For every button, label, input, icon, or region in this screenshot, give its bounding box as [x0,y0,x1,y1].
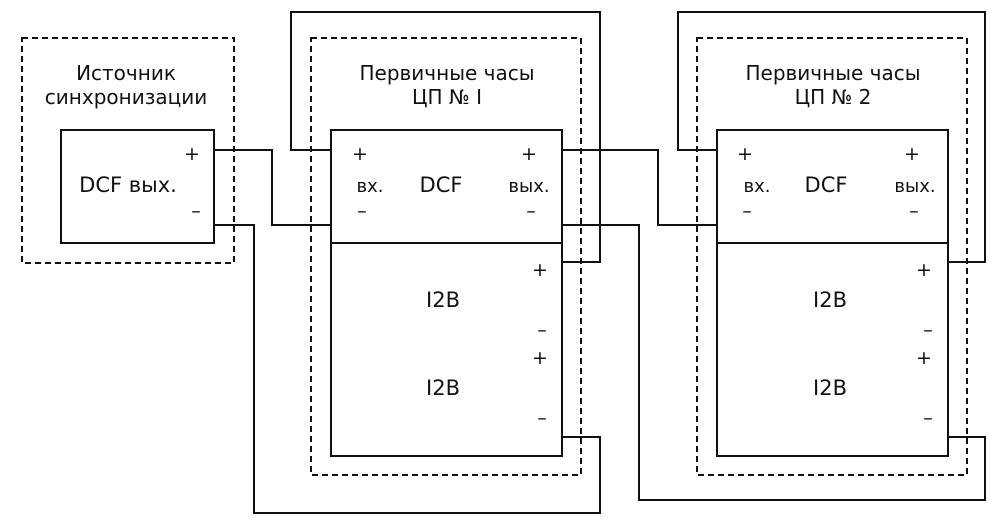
primary-clock-1-power-a-label: I2В [426,288,460,312]
primary-clock-1-in-plus: + [352,143,368,165]
primary-clock-2-power-b-label: I2В [813,376,847,400]
primary-clock-1-dcf-label: DCF [420,173,463,197]
primary-clock-1-power-module [330,242,563,457]
primary-clock-2-out-label: вых. [894,176,935,197]
primary-clock-1-power-a-plus: + [532,259,548,281]
primary-clock-2-power-b-minus: – [923,407,933,429]
primary-clock-2-power-a-plus: + [916,259,932,281]
primary-clock-1-out-minus: – [526,200,536,222]
primary-clock-2-dcf-label: DCF [805,173,848,197]
primary-clock-2-power-a-label: I2В [813,288,847,312]
sync-source-title-line1: Источник [76,61,176,85]
primary-clock-2-power-module [716,242,949,457]
primary-clock-2-in-plus: + [737,143,753,165]
primary-clock-1-in-minus: – [357,200,367,222]
primary-clock-2-block: Первичные часы ЦП № 2 + вх. – DCF + вых.… [696,37,968,476]
wire-clock1-out-plus-to-clock2-in [562,149,717,226]
wire-clock2-in-plus-loop [677,11,986,263]
sync-source-title-line2: синхронизации [45,85,207,109]
primary-clock-2-power-a-minus: – [923,319,933,341]
primary-clock-2-in-minus: – [742,200,752,222]
primary-clock-1-out-plus: + [521,143,537,165]
sync-source-minus: – [191,200,201,222]
primary-clock-1-power-b-label: I2В [426,376,460,400]
primary-clock-1-power-b-minus: – [537,407,547,429]
primary-clock-2-title-line1: Первичные часы [745,61,920,85]
primary-clock-1-title-line2: ЦП № I [412,85,482,109]
primary-clock-1-out-label: вых. [508,176,549,197]
primary-clock-1-in-label: вх. [357,176,384,197]
wire-source-minus-to-clock1-power [214,224,601,514]
sync-source-plus: + [184,143,200,165]
primary-clock-2-out-plus: + [904,143,920,165]
sync-source-output-label: DCF вых. [79,173,177,197]
primary-clock-1-power-b-plus: + [532,347,548,369]
primary-clock-2-in-label: вх. [744,176,771,197]
wire-clock1-out-minus-to-clock2-power [562,224,986,501]
sync-source-device [60,129,215,244]
primary-clock-1-block: Первичные часы ЦП № I + вх. – DCF + вых.… [310,37,582,476]
wiring [214,11,986,514]
sync-source-block: Источник синхронизации DCF вых. + – [21,37,235,264]
primary-clock-1-boundary [310,37,582,476]
primary-clock-2-title-line2: ЦП № 2 [795,85,872,109]
primary-clock-2-out-minus: – [909,200,919,222]
wire-clock1-in-plus-loop [290,11,601,263]
wire-source-plus-to-clock1-in [214,149,331,226]
primary-clock-2-boundary [696,37,968,476]
primary-clock-1-power-a-minus: – [537,319,547,341]
primary-clock-1-title-line1: Первичные часы [359,61,534,85]
primary-clock-2-power-b-plus: + [916,347,932,369]
